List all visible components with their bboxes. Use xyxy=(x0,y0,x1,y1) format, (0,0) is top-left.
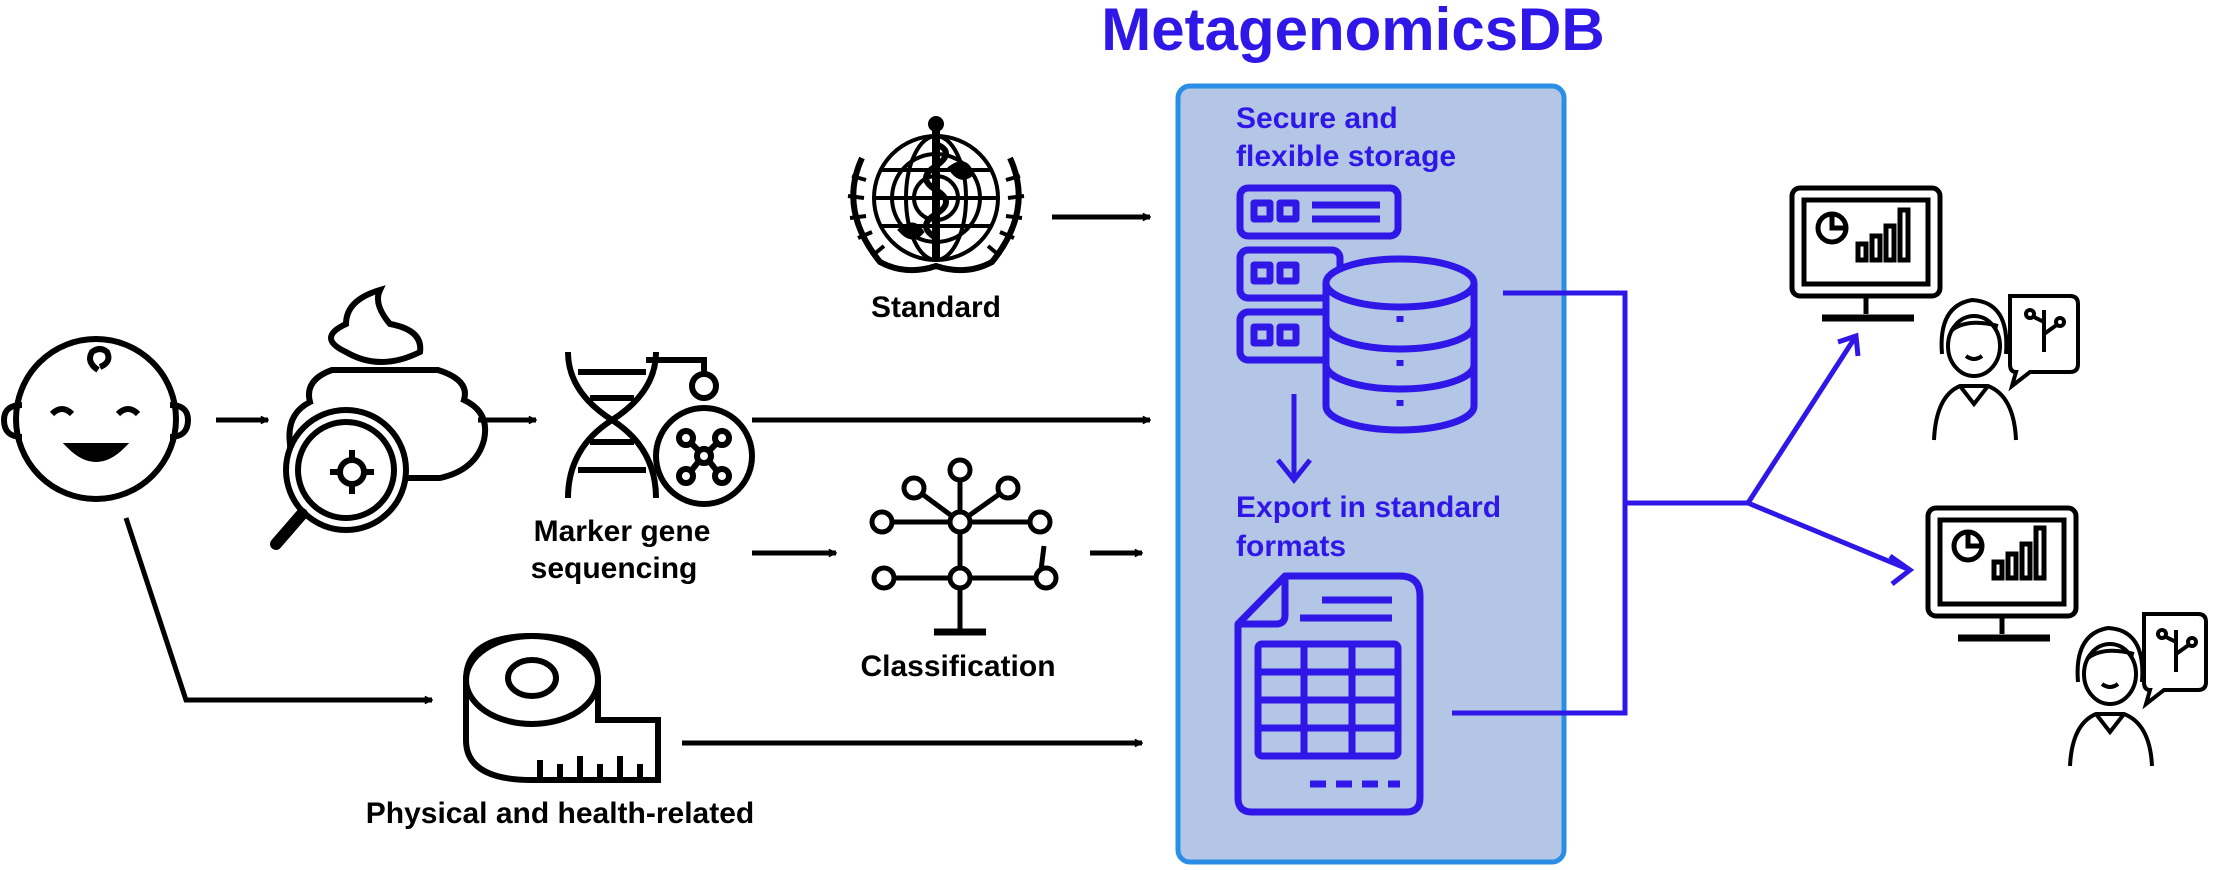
input-arrows xyxy=(123,217,1150,743)
researcher-icon xyxy=(2068,612,2208,767)
database-server-icon xyxy=(1236,184,1478,434)
phylogenetic-tree-icon xyxy=(869,457,1059,636)
storage-to-export-arrow xyxy=(1276,394,1312,485)
marker-gene-label-line2: sequencing xyxy=(531,552,698,585)
output-connector-lines xyxy=(1452,290,1915,716)
stool-sample-icon xyxy=(286,285,488,481)
standard-label: Standard xyxy=(871,291,1001,324)
storage-label-line2: flexible storage xyxy=(1236,140,1456,173)
monitor-chart-icon xyxy=(1925,505,2079,642)
storage-label-line1: Secure and xyxy=(1236,102,1398,135)
monitor-chart-icon xyxy=(1789,185,1943,322)
marker-gene-label-line1: Marker gene xyxy=(534,515,711,548)
export-label-line1: Export in standard xyxy=(1236,491,1501,524)
measuring-tape-icon xyxy=(463,632,661,783)
dna-icon xyxy=(565,351,719,499)
baby-face-icon xyxy=(0,336,192,502)
researcher-icon xyxy=(1932,294,2080,441)
export-label-line2: formats xyxy=(1236,530,1346,563)
spreadsheet-file-icon xyxy=(1234,572,1424,816)
who-emblem-icon xyxy=(847,116,1025,274)
network-node-icon xyxy=(653,405,755,507)
physical-health-label: Physical and health-related xyxy=(366,797,754,830)
diagram-title: MetagenomicsDB xyxy=(1101,0,1604,63)
classification-label: Classification xyxy=(860,650,1055,683)
magnifier-icon xyxy=(270,407,409,550)
